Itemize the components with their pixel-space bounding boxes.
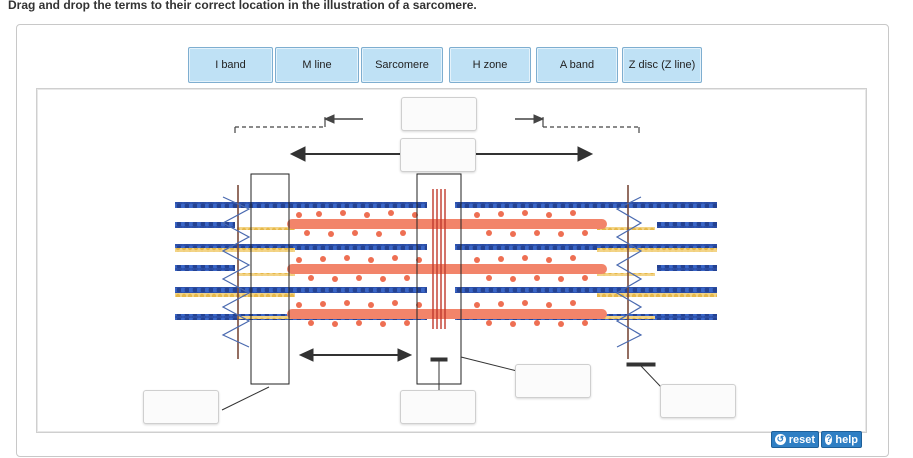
- filaments: [175, 202, 717, 327]
- titin-filaments: [175, 227, 717, 319]
- drop-target-z-disc[interactable]: [660, 384, 736, 418]
- term-h-zone[interactable]: H zone: [449, 47, 531, 83]
- drop-target-sarcomere[interactable]: [401, 97, 477, 131]
- term-z-disc[interactable]: Z disc (Z line): [622, 47, 702, 83]
- reset-label: reset: [788, 433, 815, 446]
- h-zone-arrow: [298, 348, 413, 362]
- reset-icon: ↺: [775, 434, 786, 445]
- drop-target-a-band[interactable]: [400, 138, 476, 172]
- help-icon: ?: [825, 434, 833, 445]
- i-band-highlight: [250, 173, 290, 385]
- instructions-text: Drag and drop the terms to their correct…: [8, 0, 477, 12]
- drop-target-i-band[interactable]: [143, 390, 219, 424]
- thick-filaments: [287, 210, 607, 327]
- help-button[interactable]: ? help: [821, 431, 862, 448]
- term-a-band[interactable]: A band: [536, 47, 618, 83]
- term-sarcomere[interactable]: Sarcomere: [361, 47, 443, 83]
- drop-target-m-line[interactable]: [400, 390, 476, 424]
- leader-lines: [221, 356, 662, 411]
- reset-button[interactable]: ↺ reset: [771, 431, 819, 448]
- sarcomere-diagram: [175, 114, 717, 411]
- term-i-band[interactable]: I band: [188, 47, 273, 83]
- m-line: [432, 189, 446, 329]
- drop-target-h-zone[interactable]: [515, 364, 591, 398]
- z-disc-right: [615, 185, 643, 359]
- term-m-line[interactable]: M line: [275, 47, 359, 83]
- top-bracket: [234, 114, 640, 133]
- z-disc-left: [221, 185, 251, 359]
- help-label: help: [835, 433, 858, 446]
